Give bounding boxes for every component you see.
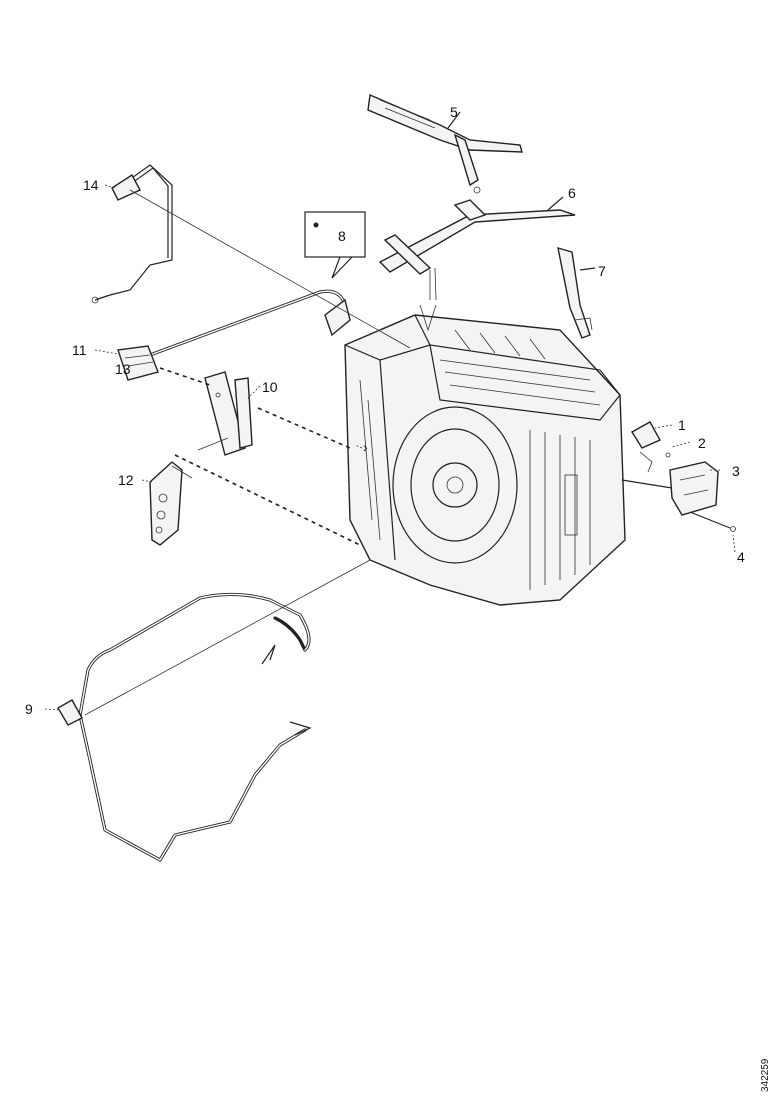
callout-10: 10 (262, 379, 278, 395)
part-14-harness (91, 164, 173, 304)
callout-2: 2 (698, 435, 706, 451)
callout-13: 13 (115, 361, 131, 377)
callout-14: 14 (83, 177, 99, 193)
connector-pipe (148, 289, 351, 357)
part-12-bracket (149, 461, 193, 546)
callout-tub-marker: › (363, 439, 368, 455)
part-6-cross-bracket (378, 196, 576, 301)
tub-assembly (344, 304, 626, 606)
part-8-detail-box (304, 211, 366, 279)
callout-4: 4 (737, 549, 745, 565)
callout-5: 5 (450, 104, 458, 120)
part-11-13-bracket (117, 345, 159, 381)
leader-lines (44, 184, 736, 711)
callout-11: 11 (72, 342, 87, 358)
callout-6: 6 (568, 185, 576, 201)
callout-labels: 1 2 3 4 5 6 7 8 9 10 11 12 13 14 › (25, 104, 745, 717)
callout-9: 9 (25, 701, 33, 717)
callout-12: 12 (118, 472, 134, 488)
part-9-hose (57, 592, 312, 862)
drawing-code: 342259 (760, 1058, 771, 1092)
part-5-top-bracket (367, 93, 523, 194)
assembly-lines (84, 189, 411, 716)
callout-7: 7 (598, 263, 606, 279)
part-7-strut (557, 247, 596, 339)
parts-1-4-right (621, 421, 736, 532)
callout-1: 1 (678, 417, 686, 433)
part-10-bracket (204, 371, 253, 456)
callout-8: 8 (338, 228, 346, 244)
callout-3: 3 (732, 463, 740, 479)
